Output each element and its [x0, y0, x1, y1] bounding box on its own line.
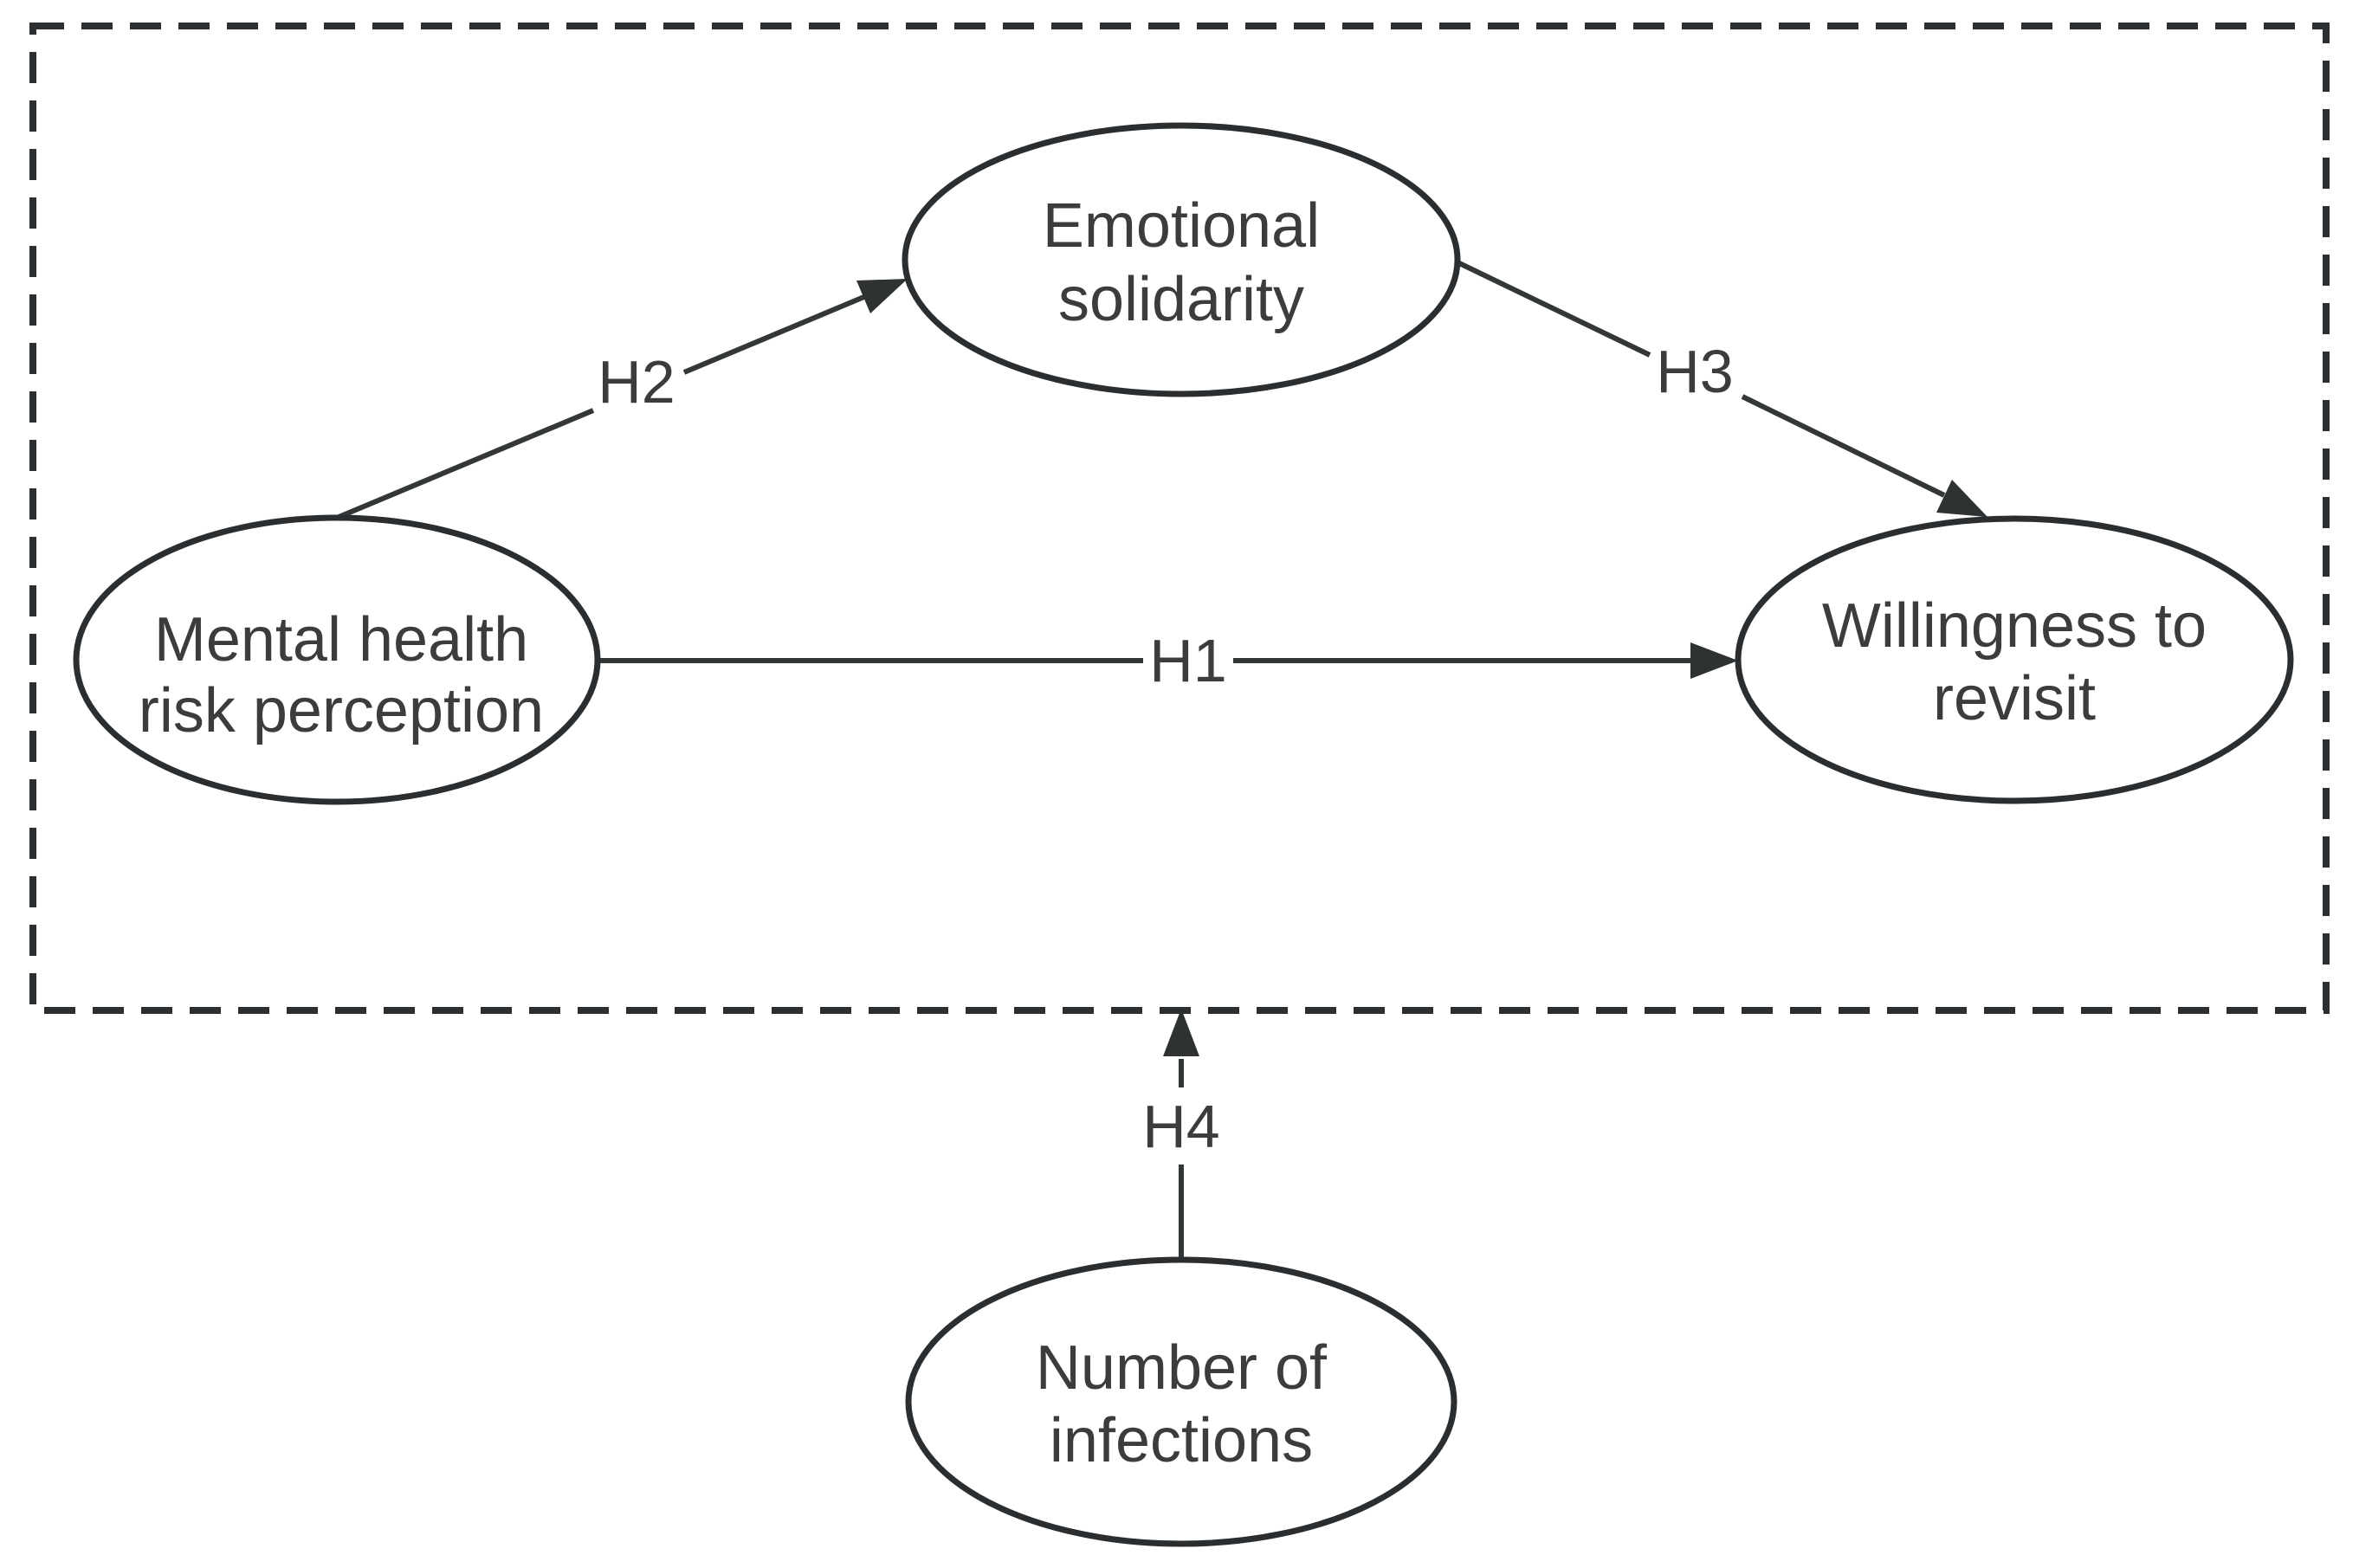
node-label-emotional-solidarity-line1: Emotional	[1043, 191, 1320, 261]
node-label-mental-health-line2: risk perception	[139, 676, 544, 745]
node-ellipse-willingness-to-revisit	[1735, 515, 2294, 804]
edge-h1-arrowhead-icon	[1690, 642, 1738, 679]
node-ellipse-emotional-solidarity	[902, 122, 1461, 397]
node-label-emotional-solidarity-line2: solidarity	[1058, 265, 1304, 334]
edge-h3-line-segment-2	[1741, 394, 1946, 498]
edge-h3-label: H3	[1656, 338, 1733, 405]
node-label-infections-line2: infections	[1050, 1406, 1313, 1475]
edge-h2-line-segment-1	[335, 408, 595, 520]
node-label-willingness-line1: Willingness to	[1822, 591, 2207, 661]
edge-h2-arrowhead-icon	[856, 279, 908, 313]
node-ellipse-number-of-infections	[905, 1256, 1457, 1547]
edge-h4-arrowhead-icon	[1163, 1009, 1199, 1056]
dashed-model-boundary	[29, 23, 2330, 1014]
node-ellipse-mental-health-risk-perception	[73, 514, 601, 805]
edge-h2-line-segment-2	[682, 294, 868, 375]
edge-h4-label: H4	[1142, 1093, 1219, 1160]
edge-h3-arrowhead-icon	[1936, 480, 1987, 517]
node-label-willingness-line2: revisit	[1933, 664, 2096, 733]
node-label-mental-health-line1: Mental health	[154, 605, 528, 674]
edge-h1-label: H1	[1149, 627, 1226, 694]
node-label-infections-line1: Number of	[1036, 1333, 1328, 1403]
edge-h2-label: H2	[598, 348, 675, 416]
edge-h3-line-segment-1	[1456, 260, 1651, 358]
